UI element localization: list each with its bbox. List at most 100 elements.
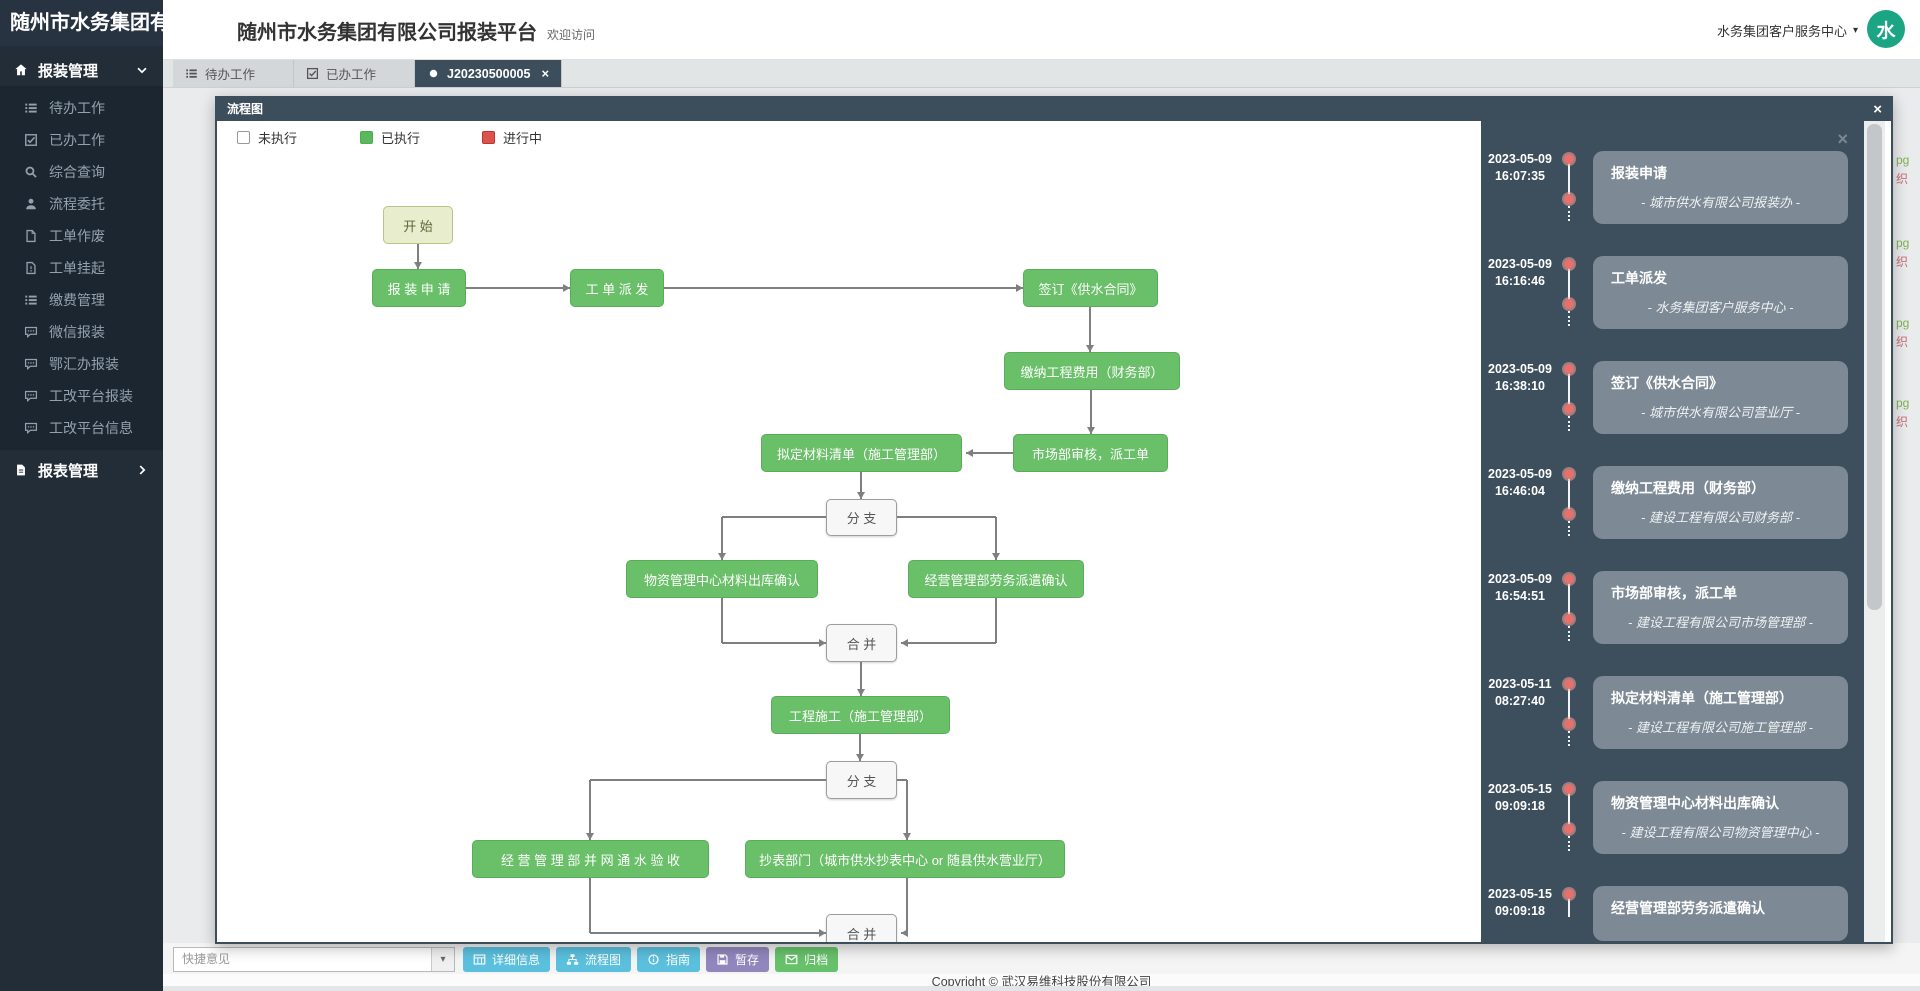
sidebar-item-query[interactable]: 综合查询 <box>0 156 163 188</box>
tab-todo[interactable]: 待办工作 <box>173 60 294 87</box>
tab-label: 待办工作 <box>205 68 256 82</box>
background-text-fragment: 织 <box>1896 255 1909 269</box>
flow-arrow <box>586 833 594 840</box>
page-title: 随州市水务集团有限公司报装平台欢迎访问 <box>237 16 595 45</box>
sidebar-item-fees[interactable]: 缴费管理 <box>0 284 163 316</box>
user-menu[interactable]: 水务集团客户服务中心 ▾ <box>1717 21 1858 40</box>
sidebar-item-void[interactable]: 工单作废 <box>0 220 163 252</box>
tab-done[interactable]: 已办工作 <box>294 60 415 87</box>
background-text-fragment: pg <box>1896 396 1910 410</box>
timeline-time-text: 16:38:10 <box>1494 379 1546 393</box>
timeline-dot <box>1564 719 1574 729</box>
flow-edge <box>1089 307 1091 352</box>
panel-scrollbar[interactable] <box>1864 121 1885 942</box>
flow-edge <box>589 878 591 933</box>
dialog-header: 流程图 × <box>217 98 1891 121</box>
flow-edge <box>721 598 723 643</box>
sidebar-item-label: 流程委托 <box>49 196 105 212</box>
guide-button[interactable]: 指南 <box>637 947 701 972</box>
flow-arrow <box>563 284 570 292</box>
sidebar-item-suspend[interactable]: 工单挂起 <box>0 252 163 284</box>
timeline-time-text: 09:09:18 <box>1494 799 1546 813</box>
timeline-dotted-line <box>1568 521 1570 536</box>
flow-edge <box>906 878 908 933</box>
timeline-dot-column <box>1559 571 1581 644</box>
flow-edge <box>722 516 826 518</box>
sidebar-item-baozhuang-guanli[interactable]: 报装管理 <box>0 54 163 86</box>
flow-canvas: 开 始报 装 申 请工 单 派 发签订《供水合同》缴纳工程费用（财务部）拟定材料… <box>217 149 1481 942</box>
flow-edge <box>590 932 826 934</box>
sidebar-item-ehuiban[interactable]: 鄂汇办报装 <box>0 348 163 380</box>
sidebar-item-wechat[interactable]: 微信报装 <box>0 316 163 348</box>
flow-node-n2: 工 单 派 发 <box>570 269 664 307</box>
timeline-card-org: - 建设工程有限公司施工管理部 - <box>1628 720 1813 735</box>
flow-arrow <box>819 929 826 937</box>
timeline-card-org: - 城市供水有限公司报装办 - <box>1641 195 1800 210</box>
legend-label: 已执行 <box>381 131 421 146</box>
timeline-dot <box>1564 194 1574 204</box>
sidebar-item-baobiao-guanli[interactable]: 报表管理 <box>0 452 163 488</box>
timeline-dot <box>1564 509 1574 519</box>
circle-icon <box>427 67 440 80</box>
flow-edge <box>860 472 862 499</box>
flow-node-n1: 报 装 申 请 <box>372 269 466 307</box>
check-icon <box>306 67 319 80</box>
save-button[interactable]: 暂存 <box>706 947 770 972</box>
timeline-card-title: 缴纳工程费用（财务部） <box>1611 480 1765 496</box>
flow-button[interactable]: 流程图 <box>556 947 632 972</box>
flow-legend: 未执行已执行进行中 <box>217 121 1481 150</box>
button-label: 指南 <box>666 953 691 967</box>
sidebar-item-done[interactable]: 已办工作 <box>0 124 163 156</box>
avatar[interactable]: 水 <box>1867 10 1905 48</box>
timeline-item: 2023-05-15 09:09:18 经营管理部劳务派遣确认 <box>1481 886 1864 942</box>
timeline-card-org: - 水务集团客户服务中心 - <box>1647 300 1794 315</box>
caret-down-icon: ▾ <box>1852 25 1858 36</box>
background-text-fragment: 织 <box>1896 172 1909 186</box>
flow-node-n10: 经 营 管 理 部 并 网 通 水 验 收 <box>472 840 709 878</box>
detail-button[interactable]: 详细信息 <box>463 947 551 972</box>
sidebar-item-label: 工单作废 <box>49 228 105 244</box>
legend-item: 未执行 <box>237 128 297 147</box>
sidebar-item-todo[interactable]: 待办工作 <box>0 92 163 124</box>
timeline-time-text: 16:07:35 <box>1494 169 1546 183</box>
sidebar-item-gaige-apply[interactable]: 工改平台报装 <box>0 380 163 412</box>
quick-opinion-select[interactable]: 快捷意见 ▾ <box>173 947 455 972</box>
archive-button[interactable]: 归档 <box>775 947 839 972</box>
timeline-card: 签订《供水合同》- 城市供水有限公司营业厅 - <box>1593 361 1848 434</box>
search-icon <box>24 165 38 179</box>
timeline-dot-column <box>1559 151 1581 224</box>
timeline-dot <box>1564 364 1574 374</box>
sidebar-parent-label: 报装管理 <box>38 62 99 80</box>
flow-arrow <box>901 929 908 937</box>
sidebar-item-gaige-info[interactable]: 工改平台信息 <box>0 412 163 444</box>
timeline-date-text: 2023-05-15 <box>1488 887 1552 901</box>
button-label: 详细信息 <box>492 953 541 967</box>
timeline-time-text: 09:09:18 <box>1494 904 1546 918</box>
timeline-line <box>1568 474 1570 515</box>
legend-swatch <box>360 131 373 144</box>
tab-label: 已办工作 <box>326 68 377 82</box>
tab-close-icon[interactable]: × <box>541 66 550 81</box>
timeline-line <box>1568 684 1570 725</box>
timeline-card: 经营管理部劳务派遣确认 <box>1593 886 1848 941</box>
timeline-card-title: 报装申请 <box>1611 165 1667 181</box>
flow-edge <box>966 452 1013 454</box>
panel-close-icon[interactable]: × <box>1837 129 1848 149</box>
tab-order[interactable]: J20230500005× <box>415 60 563 87</box>
scrollbar-thumb[interactable] <box>1867 124 1882 610</box>
flow-node-start: 开 始 <box>383 206 453 244</box>
flow-arrow <box>819 639 826 647</box>
flow-node-n9: 工程施工（施工管理部） <box>771 696 950 734</box>
select-caret-icon: ▾ <box>431 948 454 971</box>
filex-icon <box>24 261 38 275</box>
timeline-time-text: 16:46:04 <box>1494 484 1546 498</box>
flow-arrow <box>1086 345 1094 352</box>
sidebar-item-delegate[interactable]: 流程委托 <box>0 188 163 220</box>
close-icon[interactable]: × <box>1873 101 1882 118</box>
timeline-dotted-line <box>1568 731 1570 746</box>
sidebar-report-label: 报表管理 <box>38 462 99 480</box>
chevron-right-icon <box>135 463 149 477</box>
